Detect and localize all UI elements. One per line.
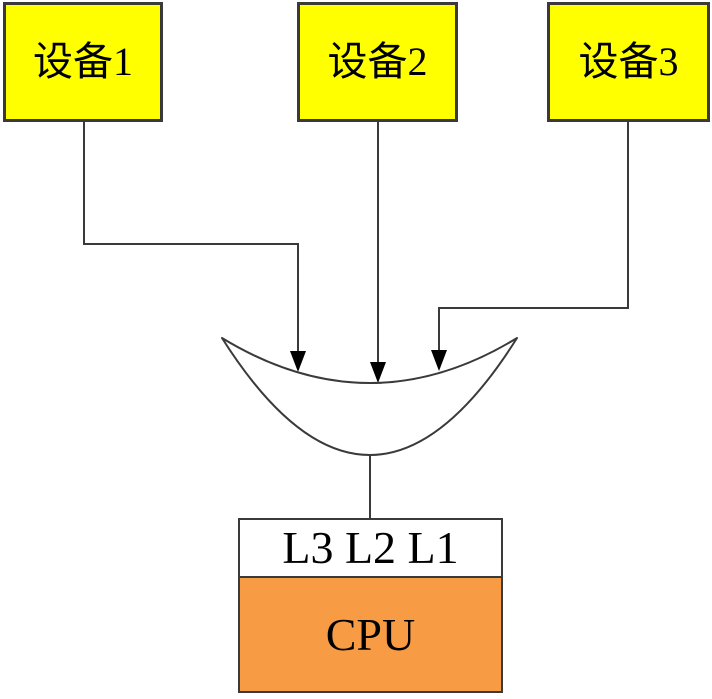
crescent-funnel-icon <box>221 337 518 456</box>
device-1-connector-line <box>83 122 299 354</box>
cache-levels-box: L3 L2 L1 <box>238 518 503 578</box>
cpu-box: CPU <box>238 576 503 693</box>
device-1-box: 设备1 <box>3 2 163 122</box>
device-3-label: 设备3 <box>578 39 679 84</box>
device-3-arrowhead-icon <box>431 350 447 371</box>
device-2-box: 设备2 <box>297 2 458 122</box>
device-2-label: 设备2 <box>327 39 428 84</box>
device-1-label: 设备1 <box>33 39 133 84</box>
device-1-arrowhead-icon <box>290 351 306 372</box>
device-3-box: 设备3 <box>547 2 710 122</box>
cache-levels-label: L3 L2 L1 <box>282 522 459 573</box>
device-3-connector-line <box>438 122 629 352</box>
cpu-label: CPU <box>325 608 416 660</box>
device-2-arrowhead-icon <box>370 362 386 383</box>
